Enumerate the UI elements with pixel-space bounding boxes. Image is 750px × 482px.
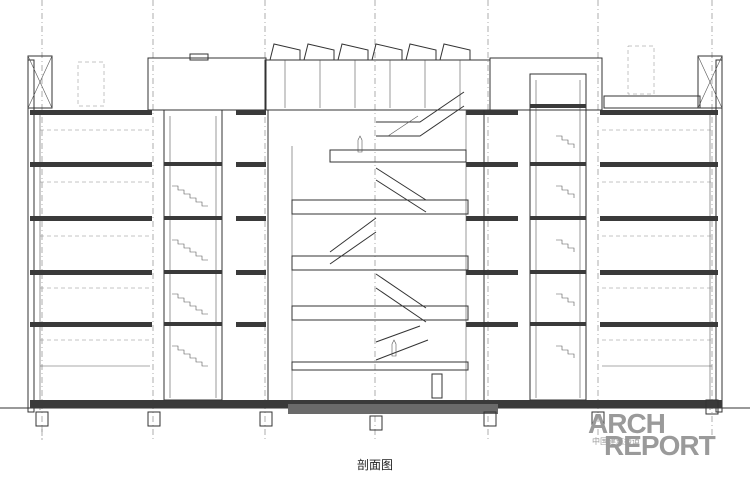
- drawing-caption: 剖面图: [356, 458, 393, 472]
- atrium-stairs: [267, 91, 485, 400]
- logo-line1: ARCH: [588, 408, 666, 439]
- floor-slabs: [30, 110, 722, 414]
- ceiling-lines: [40, 129, 712, 367]
- axis-lines: [41, 0, 713, 440]
- archreport-logo: ARCH 中国建筑报道 REPORT: [588, 410, 738, 462]
- logo-cn: 中国建筑报道: [592, 437, 640, 446]
- outer-walls: [27, 59, 723, 413]
- logo-line2: REPORT: [604, 430, 716, 461]
- stair-cores: [163, 73, 587, 401]
- foundations: [35, 399, 719, 440]
